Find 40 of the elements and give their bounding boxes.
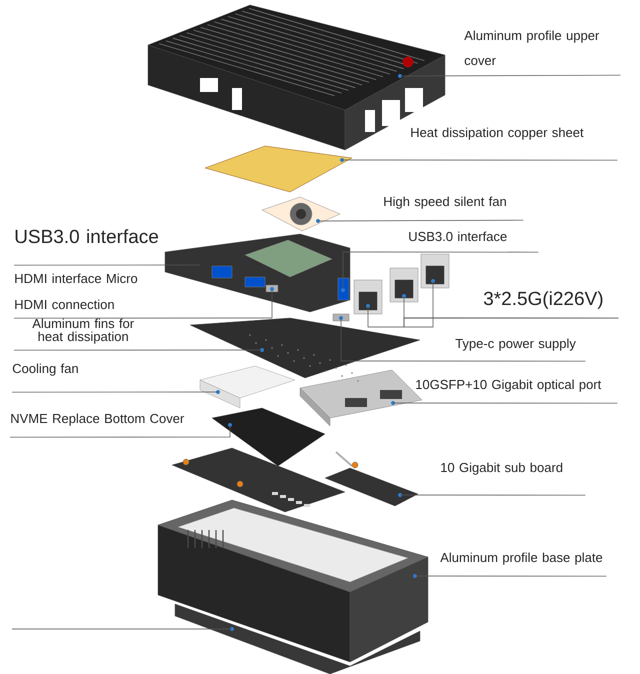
ethernet-port xyxy=(390,268,418,302)
leader-line xyxy=(392,402,618,404)
usb-port xyxy=(338,278,350,300)
leader-line xyxy=(12,628,232,630)
part-label: High speed silent fan xyxy=(384,196,506,209)
part-label: Aluminum profile base plate xyxy=(440,552,602,565)
leader-line xyxy=(10,424,230,438)
sub-board xyxy=(172,448,418,512)
leader-line xyxy=(12,392,218,393)
part-label: 10 Gigabit sub board xyxy=(441,462,562,475)
part-label: Aluminum profile upper cover xyxy=(464,30,600,66)
leader-line xyxy=(14,264,200,266)
leader-line xyxy=(400,494,586,496)
part-label: NVME Replace Bottom Cover xyxy=(11,414,184,426)
hdmi-port xyxy=(266,284,278,292)
leader-line xyxy=(318,220,524,222)
leader-line xyxy=(14,350,262,351)
copper-sheet xyxy=(204,146,352,192)
cooling-fan xyxy=(200,366,296,408)
fan xyxy=(262,196,340,232)
ethernet-port xyxy=(420,254,450,288)
part-label: Aluminum fins for heat dissipation xyxy=(32,318,134,344)
bottom-plate xyxy=(174,604,420,674)
bottom-cover xyxy=(212,408,326,466)
leader-line xyxy=(342,160,618,161)
ethernet-port xyxy=(354,280,382,314)
circuit-board xyxy=(164,234,350,312)
part-label: Cooling fan xyxy=(12,364,78,376)
part-label: USB3.0 interface xyxy=(16,229,158,244)
usb-c-port xyxy=(332,314,350,322)
base-case xyxy=(158,500,428,662)
leader-line xyxy=(342,252,539,290)
leader-line xyxy=(404,280,619,328)
leader-line xyxy=(414,576,607,577)
part-label: Heat dissipation copper sheet xyxy=(411,128,584,140)
part-label: USB3.0 interface xyxy=(409,232,507,242)
part-label: 10GSFP+10 Gigabit optical port xyxy=(416,380,602,392)
leader-line xyxy=(400,74,621,76)
part-label: Type-c power supply xyxy=(456,338,576,351)
part-label: 3*2.5G(i226V) xyxy=(484,291,602,309)
